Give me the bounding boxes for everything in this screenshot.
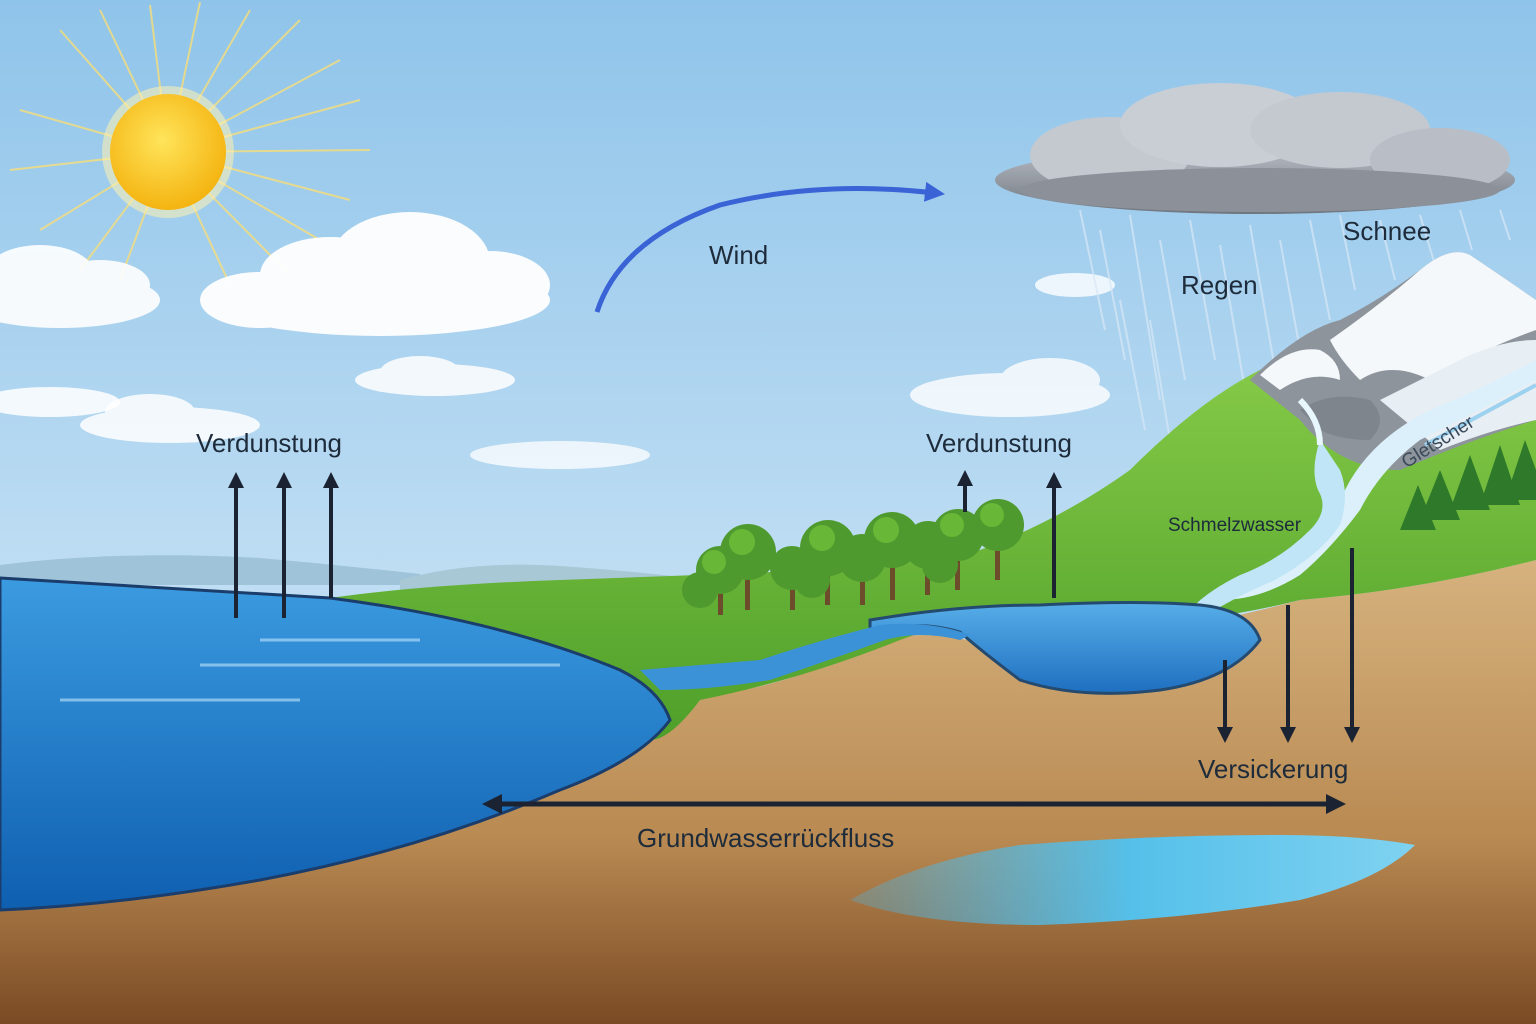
- cloud-icon: [0, 212, 1115, 469]
- rain-cloud-icon: [995, 83, 1515, 214]
- lake: [868, 601, 1262, 695]
- wind-arrow-icon: [594, 181, 945, 313]
- label-rain: Regen: [1181, 270, 1258, 300]
- sea-shimmer: [60, 638, 560, 702]
- glacier: [1200, 360, 1536, 605]
- tree-icon: [682, 499, 1024, 615]
- arrow-up-icon: [228, 472, 339, 618]
- arrow-down-icon: [1217, 548, 1360, 743]
- label-meltwater: Schmelzwasser: [1168, 515, 1302, 536]
- label-evaporation-land: Verdunstung: [926, 428, 1073, 458]
- forest: [1400, 440, 1536, 530]
- meltwater-stream: [1195, 440, 1345, 610]
- label-groundwater-return: Grundwasserrückfluss: [637, 823, 895, 853]
- groundwater: [850, 835, 1415, 925]
- label-evaporation-sea: Verdunstung: [196, 428, 343, 458]
- sun-icon: [9, 1, 371, 286]
- label-infiltration: Versickerung: [1198, 754, 1349, 784]
- sea: [0, 576, 672, 912]
- distant-hills: [0, 555, 420, 585]
- meadow: [330, 300, 1536, 740]
- rain: [1079, 209, 1511, 441]
- label-snow: Schnee: [1343, 216, 1432, 246]
- river: [640, 623, 970, 690]
- arrow-up-icon: [957, 470, 1062, 598]
- label-wind: Wind: [709, 240, 769, 270]
